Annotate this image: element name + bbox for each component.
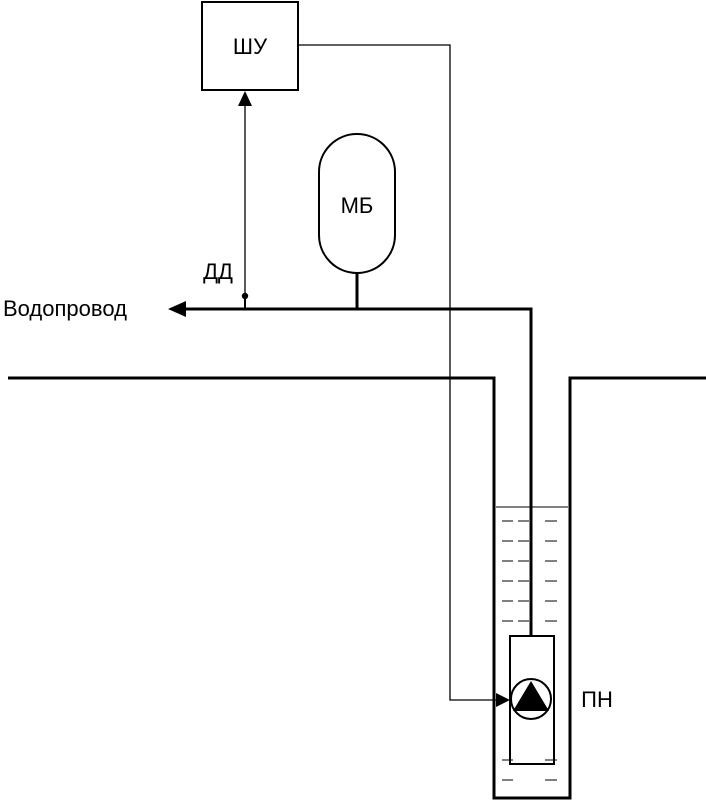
submersible-pump-label: ПН (581, 687, 613, 712)
control-cabinet-box (201, 1, 299, 91)
sensor-signal-arrowhead (238, 91, 252, 106)
control-cabinet-label: ШУ (233, 34, 268, 59)
water-supply-arrowhead (168, 301, 186, 317)
membrane-tank-label: МБ (341, 193, 374, 218)
water-supply-label: Водопровод (3, 296, 127, 321)
pump-signal-arrowhead (496, 693, 510, 707)
pump-circle (510, 678, 552, 720)
main-pipe (182, 307, 533, 636)
pressure-sensor-label: ДД (203, 259, 233, 284)
cabinet-to-pump-cable (298, 44, 503, 701)
submersible-pump-body (509, 635, 555, 765)
membrane-tank (318, 133, 396, 274)
water-hatching (502, 520, 557, 781)
ground-left (8, 376, 706, 800)
pump-triangle-icon (513, 681, 549, 711)
